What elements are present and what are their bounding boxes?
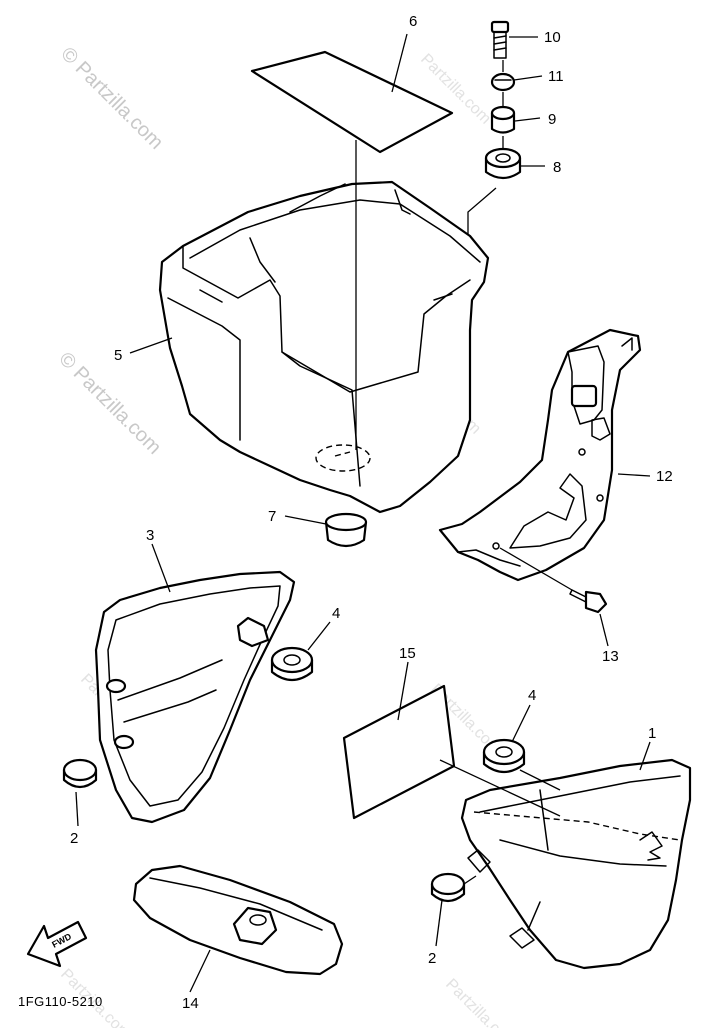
watermark-top: © Partzilla.com <box>56 43 167 154</box>
part-9-collar <box>490 105 516 134</box>
part-11-nut <box>490 72 516 92</box>
leader-lines <box>75 33 651 993</box>
watermark-faint-6: Partzilla.com <box>442 976 519 1028</box>
part-8-grommet <box>484 147 522 180</box>
callout-4-left: 4 <box>332 605 340 622</box>
callout-4-right: 4 <box>528 687 536 704</box>
callout-2-right: 2 <box>428 950 436 967</box>
part-5-battery-box <box>158 140 490 514</box>
callout-15: 15 <box>399 645 416 662</box>
part-13-bolt <box>499 547 608 614</box>
diagram-code: 1FG110-5210 <box>18 994 103 1009</box>
callout-12: 12 <box>656 468 673 485</box>
part-14-cover <box>132 864 344 976</box>
part-12-bracket <box>438 328 642 582</box>
part-3-left-side-cover <box>94 570 296 824</box>
part-4-grommet-right <box>482 738 526 774</box>
part-1-right-side-cover <box>439 758 692 970</box>
callout-13: 13 <box>602 648 619 665</box>
callout-6: 6 <box>409 13 417 30</box>
part-6-pad <box>250 50 454 154</box>
callout-7: 7 <box>268 508 276 525</box>
callout-14: 14 <box>182 995 199 1012</box>
stack-center-line <box>467 60 504 238</box>
part-2-grommet-right <box>430 872 477 903</box>
callout-1: 1 <box>648 725 656 742</box>
part-7-rubber-foot <box>324 512 368 548</box>
callouts: 6 10 11 9 8 5 12 7 3 4 13 15 4 1 2 2 14 <box>70 13 673 1012</box>
callout-10: 10 <box>544 29 561 46</box>
callout-8: 8 <box>553 159 561 176</box>
watermark-middle: © Partzilla.com <box>54 348 165 459</box>
part-15-label <box>342 684 456 820</box>
part-2-grommet-left <box>62 758 98 789</box>
callout-9: 9 <box>548 111 556 128</box>
callout-5: 5 <box>114 347 122 364</box>
callout-3: 3 <box>146 527 154 544</box>
callout-11: 11 <box>548 68 564 85</box>
part-4-grommet-left <box>270 646 314 682</box>
part-10-bolt <box>490 20 510 59</box>
callout-2-left: 2 <box>70 830 78 847</box>
fwd-arrow-icon: FWD <box>26 920 88 968</box>
